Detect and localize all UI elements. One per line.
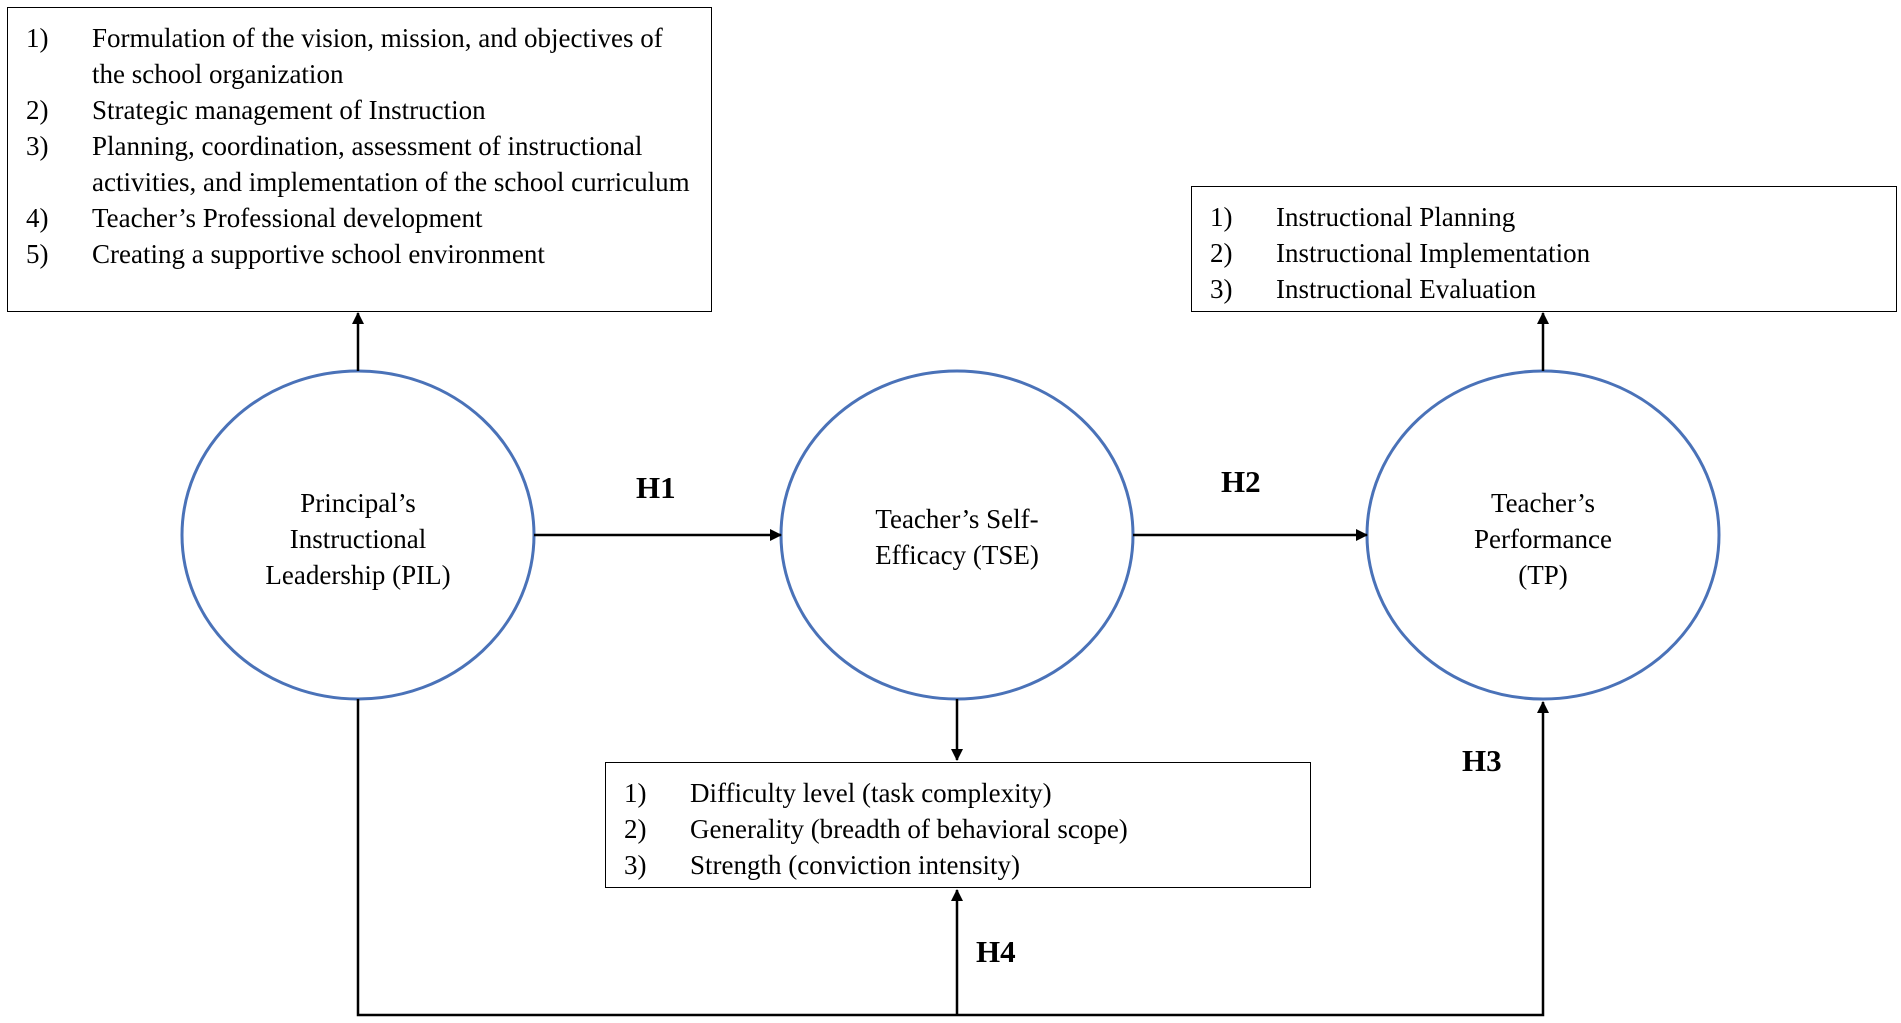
h1-label: H1 <box>636 470 676 505</box>
tp-indicator-text: Instructional Planning <box>1276 202 1516 232</box>
tse-indicator-number: 3) <box>624 850 647 880</box>
pil-indicator-item: 5) Creating a supportive school environme… <box>26 236 693 272</box>
tse-label-line: Teacher’s Self- <box>875 504 1039 534</box>
tp-label-line: Teacher’s <box>1490 488 1596 518</box>
tp-label-line: Performance <box>1474 524 1612 554</box>
tse-indicator-item: 3) Strength (conviction intensity) <box>624 847 1292 883</box>
pil-indicator-item: 3) Planning, coordination, assessment of … <box>26 128 693 200</box>
tp-indicator-text: Instructional Evaluation <box>1276 274 1537 304</box>
pil-label-line: Instructional <box>289 524 427 554</box>
pil-indicator-number: 5) <box>26 239 49 269</box>
pil-indicator-text: Creating a supportive school environment <box>92 239 545 269</box>
pil-indicator-text: Teacher’s Professional development <box>92 203 483 233</box>
pil-indicator-text: Strategic management of Instruction <box>92 95 486 125</box>
pil-indicator-text: Formulation of the vision, mission, and … <box>92 23 663 89</box>
pil-indicator-number: 4) <box>26 203 49 233</box>
tse-indicator-box: 1) Difficulty level (task complexity) 2) Ge… <box>605 762 1311 888</box>
pil-indicator-number: 2) <box>26 95 49 125</box>
tse-indicator-item: 2) Generality (breadth of behavioral scop… <box>624 811 1292 847</box>
tp-indicator-number: 3) <box>1210 274 1233 304</box>
tp-indicator-number: 1) <box>1210 202 1233 232</box>
tse-indicator-list: 1) Difficulty level (task complexity) 2) Ge… <box>624 775 1292 883</box>
tse-indicator-text: Difficulty level (task complexity) <box>690 778 1052 808</box>
tse-label-line: Efficacy (TSE) <box>875 540 1039 570</box>
h4-label: H4 <box>976 934 1016 969</box>
tse-indicator-number: 2) <box>624 814 647 844</box>
pil-node-label: Principal’s Instructional Leadership (PI… <box>208 485 508 593</box>
pil-indicator-number: 3) <box>26 131 49 161</box>
tse-indicator-number: 1) <box>624 778 647 808</box>
tp-indicator-item: 2) Instructional Implementation <box>1210 235 1878 271</box>
tp-indicator-number: 2) <box>1210 238 1233 268</box>
pil-indicator-text: Planning, coordination, assessment of in… <box>92 131 690 197</box>
tse-indicator-item: 1) Difficulty level (task complexity) <box>624 775 1292 811</box>
tse-indicator-text: Generality (breadth of behavioral scope) <box>690 814 1128 844</box>
pil-indicator-list: 1) Formulation of the vision, mission, an… <box>26 20 693 272</box>
tse-indicator-text: Strength (conviction intensity) <box>690 850 1020 880</box>
tp-indicator-item: 3) Instructional Evaluation <box>1210 271 1878 307</box>
pil-indicator-box: 1) Formulation of the vision, mission, an… <box>7 7 712 312</box>
h3-arrow <box>356 699 1549 1017</box>
h2-label: H2 <box>1221 464 1261 499</box>
pil-indicator-item: 4) Teacher’s Professional development <box>26 200 693 236</box>
pil-indicator-number: 1) <box>26 23 49 53</box>
tse-node-label: Teacher’s Self- Efficacy (TSE) <box>807 501 1107 573</box>
pil-indicator-item: 2) Strategic management of Instruction <box>26 92 693 128</box>
tp-label-line: (TP) <box>1518 560 1568 590</box>
tp-indicator-box: 1) Instructional Planning 2) Instructional … <box>1191 186 1897 312</box>
tp-node-label: Teacher’s Performance (TP) <box>1393 485 1693 593</box>
pil-indicator-item: 1) Formulation of the vision, mission, an… <box>26 20 693 92</box>
h3-label: H3 <box>1462 743 1502 778</box>
tp-indicator-item: 1) Instructional Planning <box>1210 199 1878 235</box>
pil-label-line: Principal’s <box>300 488 416 518</box>
tp-indicator-text: Instructional Implementation <box>1276 238 1591 268</box>
tp-indicator-list: 1) Instructional Planning 2) Instructional … <box>1210 199 1878 307</box>
pil-label-line: Leadership (PIL) <box>265 560 451 590</box>
